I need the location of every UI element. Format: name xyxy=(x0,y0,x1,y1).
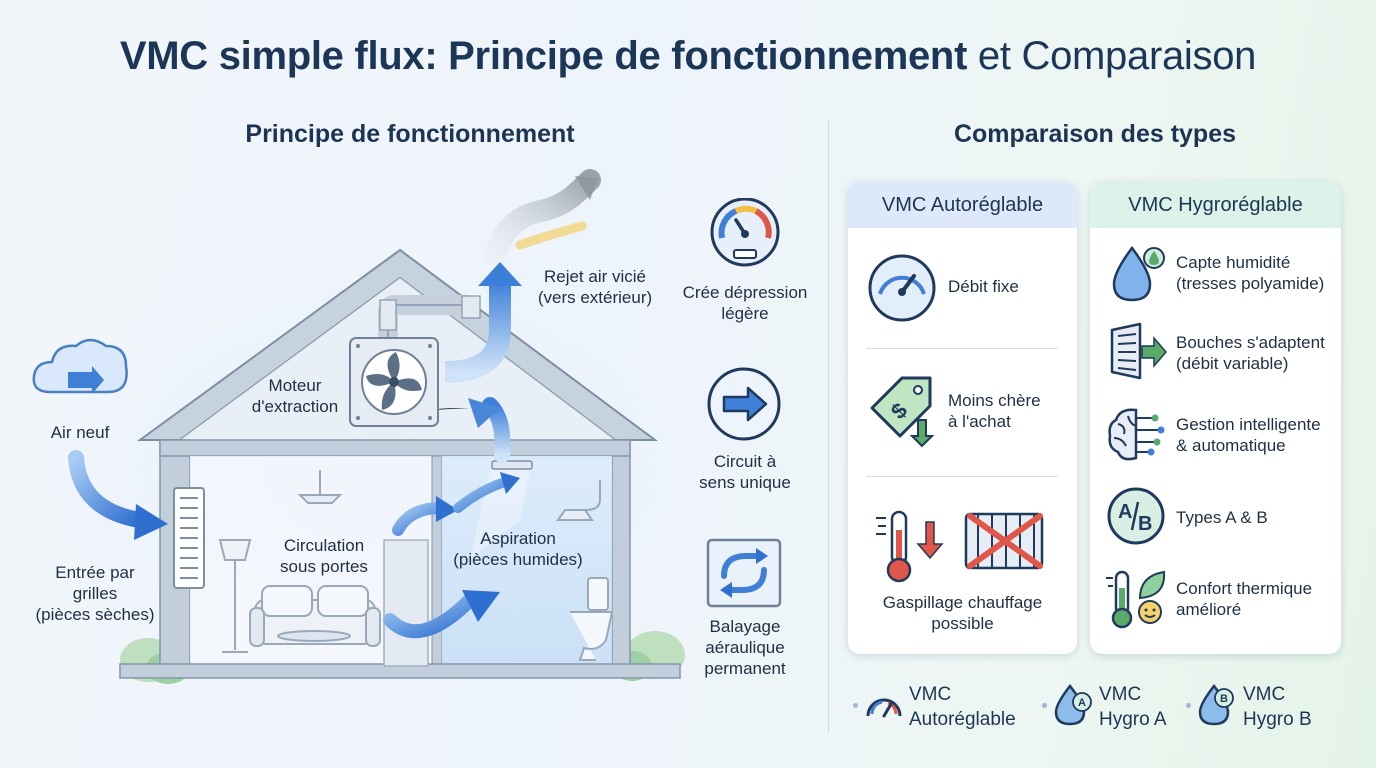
auto-item-prix: Moins chère à l'achat xyxy=(948,391,1041,431)
svg-text:A: A xyxy=(1078,697,1086,709)
extraction-fan xyxy=(349,337,439,427)
section-divider xyxy=(828,120,829,732)
card-autoreglable-title: VMC Autoréglable xyxy=(848,182,1077,228)
legend-dot-2 xyxy=(1042,703,1047,708)
label-entree-grilles: Entrée par grilles (pièces sèches) xyxy=(35,563,155,624)
hygro-item-gestion: Gestion intelligente & automatique xyxy=(1176,415,1321,455)
legend-hygro-b: VMC Hygro B xyxy=(1243,684,1312,730)
vent-grille-icon xyxy=(1110,322,1167,380)
air-intake-grille xyxy=(173,487,205,589)
side-item-depression: Crée dépression légère xyxy=(682,283,808,323)
auto-separator-1 xyxy=(866,348,1058,349)
hygro-item-types: Types A & B xyxy=(1176,508,1268,527)
label-air-neuf: Air neuf xyxy=(50,423,110,442)
left-section-heading: Principe de fonctionnement xyxy=(245,120,575,148)
living-room-furniture xyxy=(218,470,381,653)
exhaust-duct xyxy=(378,262,522,383)
price-tag-icon: $ xyxy=(870,376,935,448)
svg-text:B: B xyxy=(1138,513,1152,535)
interior-door xyxy=(383,539,429,667)
title-bold: VMC simple flux: Principe de fonctionnem… xyxy=(119,34,968,78)
page-title: VMC simple flux: Principe de fonctionnem… xyxy=(0,34,1376,79)
svg-text:B: B xyxy=(1220,693,1228,705)
ab-badge-icon: A B xyxy=(1107,487,1165,545)
card-autoreglable: VMC Autoréglable Débit fixe $ Moins chèr… xyxy=(848,182,1077,654)
legend-autoreglable: VMC Autoréglable xyxy=(909,684,1016,730)
legend-hygro-a: VMC Hygro A xyxy=(1099,684,1167,730)
side-item-circuit: Circuit à sens unique xyxy=(699,452,791,492)
legend-dot-1 xyxy=(853,703,858,708)
label-rejet: Rejet air vicié (vers extérieur) xyxy=(537,267,653,307)
side-item-balayage: Balayage aéraulique permanent xyxy=(704,617,786,678)
brain-circuit-icon xyxy=(1108,408,1165,461)
right-section-heading: Comparaison des types xyxy=(953,120,1237,148)
drop-b-icon: B xyxy=(1198,683,1234,726)
svg-text:A: A xyxy=(1118,501,1132,523)
label-moteur: Moteur d'extraction xyxy=(251,376,339,416)
arrow-right-icon xyxy=(707,367,781,441)
label-aspiration: Aspiration (pièces humides) xyxy=(453,529,583,569)
cycle-arrows-icon xyxy=(706,538,782,608)
legend-dot-3 xyxy=(1186,703,1191,708)
thermometer-radiator-icon xyxy=(876,510,1044,583)
house-diagram xyxy=(20,169,740,700)
bathroom-fixtures xyxy=(556,480,614,661)
airflow-arrows xyxy=(68,450,520,639)
hygro-item-bouches: Bouches s'adaptent (débit variable) xyxy=(1176,333,1325,373)
cloud-icon xyxy=(32,338,128,394)
gauge-icon xyxy=(868,254,936,322)
thermometer-leaf-icon xyxy=(1106,570,1166,629)
exhaust-smoke xyxy=(484,169,601,266)
card-hygroreglable-title: VMC Hygroréglable xyxy=(1090,182,1341,228)
auto-item-gaspillage: Gaspillage chauffage possible xyxy=(882,593,1043,633)
pressure-gauge-icon xyxy=(710,198,780,267)
humidity-drop-icon xyxy=(1112,245,1165,302)
hygro-item-capte: Capte humidité (tresses polyamide) xyxy=(1176,253,1325,293)
auto-separator-2 xyxy=(866,476,1058,477)
title-light: et Comparaison xyxy=(977,34,1257,78)
card-hygroreglable: VMC Hygroréglable Capte humidité (tresse… xyxy=(1090,182,1341,654)
legend-gauge-icon xyxy=(866,698,902,718)
label-circulation: Circulation sous portes xyxy=(280,536,368,576)
hygro-item-confort: Confort thermique amélioré xyxy=(1176,579,1313,619)
drop-a-icon: A xyxy=(1054,683,1092,726)
auto-item-debit: Débit fixe xyxy=(948,277,1019,296)
